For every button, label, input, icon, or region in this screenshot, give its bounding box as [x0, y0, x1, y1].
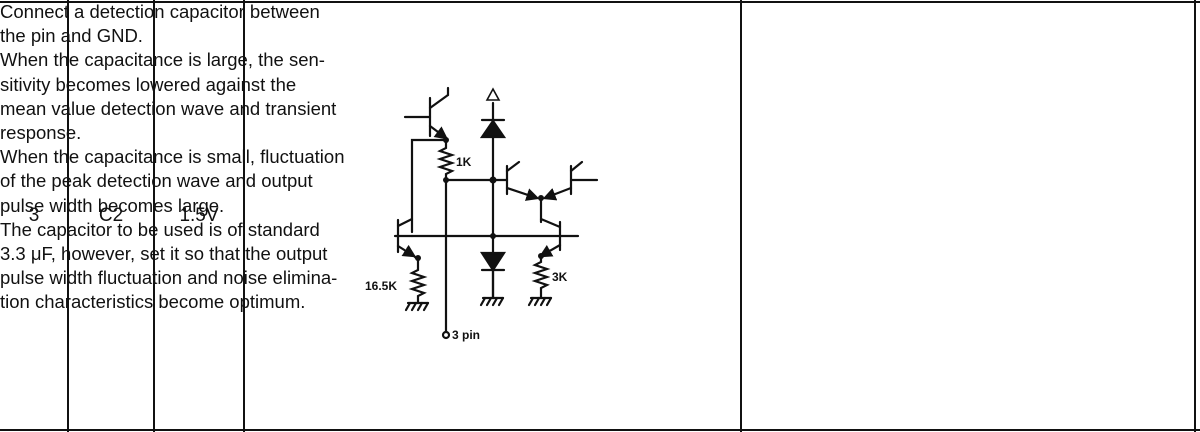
diode-upper-symbol	[479, 119, 507, 139]
supply-arrow-icon	[485, 87, 501, 101]
diode-lower-symbol	[479, 251, 507, 273]
voltage-cell: 1.5V	[154, 0, 244, 432]
pin-3-label: 3 pin	[452, 328, 480, 342]
equivalent-circuit-diagram: 1K 16.5K 3K 3 pin	[365, 86, 599, 342]
description-line: pulse width fluctuation and noise elimin…	[0, 267, 338, 289]
resistor-1k-symbol	[436, 140, 456, 182]
resistor-16-5k-label: 16.5K	[365, 279, 397, 293]
ground-icon-3	[527, 296, 553, 307]
description-line: 3.3 μF, however, set it so that the outp…	[0, 243, 328, 265]
description-line: tion characteristics become optimum.	[0, 291, 306, 313]
transistor-q5-symbol	[538, 217, 580, 258]
transistor-q4-symbol	[542, 160, 599, 201]
equivalent-circuit-cell: 1K 16.5K 3K 3 pin	[244, 0, 741, 432]
description-line: The capacitor to be used is of standard	[0, 218, 320, 240]
pin-number-cell: 3	[0, 0, 68, 432]
ground-icon-2	[479, 268, 505, 307]
pin-voltage: 1.5V	[179, 205, 219, 226]
description-line: When the capacitance is small, fluctuati…	[0, 146, 345, 168]
symbol-cell: C2	[68, 0, 154, 432]
resistor-16-5k-symbol	[408, 258, 428, 305]
pin-3-terminal-symbol	[441, 330, 451, 340]
resistor-3k-label: 3K	[552, 270, 568, 284]
transistor-q3-symbol	[491, 160, 540, 201]
description-line: pulse width becomes large.	[0, 194, 225, 216]
description-cell: Connect a detection capacitor between th…	[0, 0, 440, 315]
pin-symbol: C2	[98, 205, 124, 226]
transistor-q1-symbol	[403, 86, 450, 140]
description-line: mean value detection wave and transient	[0, 97, 337, 119]
resistor-1k-label: 1K	[456, 155, 472, 169]
description-line: Connect a detection capacitor between	[0, 1, 320, 22]
description-line: response.	[0, 122, 82, 144]
description-line: sitivity becomes lowered against the	[0, 73, 297, 95]
pin-number: 3	[28, 205, 40, 226]
transistor-q2-symbol	[393, 217, 417, 258]
description-line: the pin and GND.	[0, 25, 143, 47]
ground-icon-1	[404, 301, 430, 312]
resistor-3k-symbol	[531, 254, 551, 300]
description-line: of the peak detection wave and output	[0, 170, 313, 192]
